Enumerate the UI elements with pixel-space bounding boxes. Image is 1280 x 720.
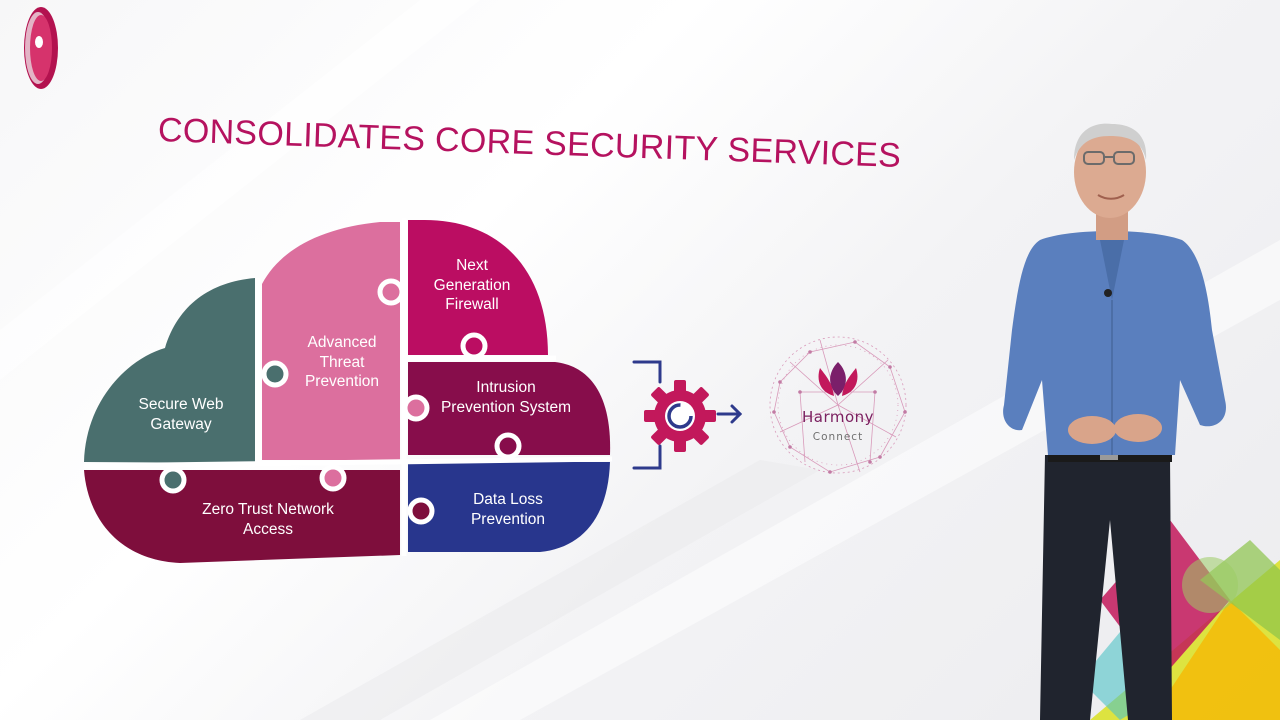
gear-connector: [632, 360, 743, 470]
gear-icon: [644, 380, 716, 452]
check-point-logo-icon: [24, 7, 58, 89]
puzzle-piece-data-loss-prevention: [408, 462, 610, 552]
label-secure-web-gateway: Secure Web Gateway: [138, 396, 224, 433]
arrow-right-icon: [716, 404, 743, 424]
label-zero-trust-network-access: Zero Trust Network Access: [202, 501, 334, 538]
presenter-figure: [1003, 123, 1226, 720]
label-advanced-threat-prevention: Advanced Threat Prevention: [304, 334, 380, 390]
label-intrusion-prevention-system: Intrusion Prevention System: [440, 379, 572, 416]
puzzle-knobs: [162, 281, 519, 522]
harmony-connect-emblem: [769, 336, 907, 474]
bracket-icon: [632, 360, 662, 470]
puzzle-piece-next-generation-firewall: [408, 219, 548, 355]
security-services-cloud: [83, 218, 613, 563]
puzzle-piece-secure-web-gateway: [84, 278, 255, 463]
label-next-generation-firewall: Next Generation Firewall: [433, 257, 511, 313]
puzzle-piece-advanced-threat-prevention: [262, 222, 400, 460]
harmony-subtitle: Connect: [812, 431, 864, 443]
puzzle-piece-zero-trust-network-access: [84, 470, 400, 563]
label-data-loss-prevention: Data Loss Prevention: [470, 491, 546, 528]
harmony-title: Harmony: [801, 408, 875, 426]
puzzle-piece-intrusion-prevention-system: [408, 362, 611, 455]
puzzle-seams: [83, 218, 613, 556]
lotus-icon: [818, 362, 858, 396]
